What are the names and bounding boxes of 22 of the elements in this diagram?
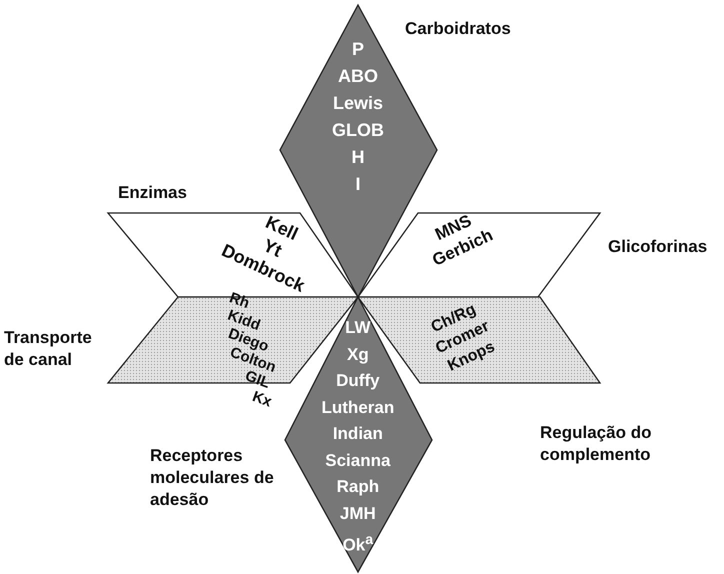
- blood-group-name: ABO: [337, 65, 379, 88]
- blood-group-name: H: [350, 146, 366, 169]
- blood-group-name: Scianna: [324, 450, 392, 472]
- blood-group-name: I: [354, 173, 362, 196]
- blood-group-name: Kx: [248, 388, 274, 413]
- blood-group-name: Lewis: [332, 92, 384, 115]
- category-label: Transporte de canal: [4, 327, 93, 371]
- category-label: Carboidratos: [405, 18, 512, 40]
- category-label: Glicoforinas: [608, 236, 708, 258]
- blood-group-name: Lutheran: [322, 396, 394, 418]
- blood-group-name: Indian: [332, 423, 384, 445]
- blood-group-name: Raph: [336, 476, 380, 498]
- blood-group-name: Xg: [346, 344, 370, 366]
- blood-group-name: P: [350, 38, 365, 61]
- blood-group-name: Ok$^{a}$: [342, 531, 374, 557]
- category-label: Regulação do complemento: [540, 422, 652, 466]
- blood-group-name: LW: [344, 317, 372, 339]
- blood-group-name: GLOB: [332, 119, 384, 142]
- category-label: Enzimas: [118, 182, 188, 204]
- category-label: Receptores moleculares de adesão: [150, 445, 275, 511]
- blood-group-name: Duffy: [335, 370, 381, 392]
- blood-group-name: JMH: [338, 502, 377, 524]
